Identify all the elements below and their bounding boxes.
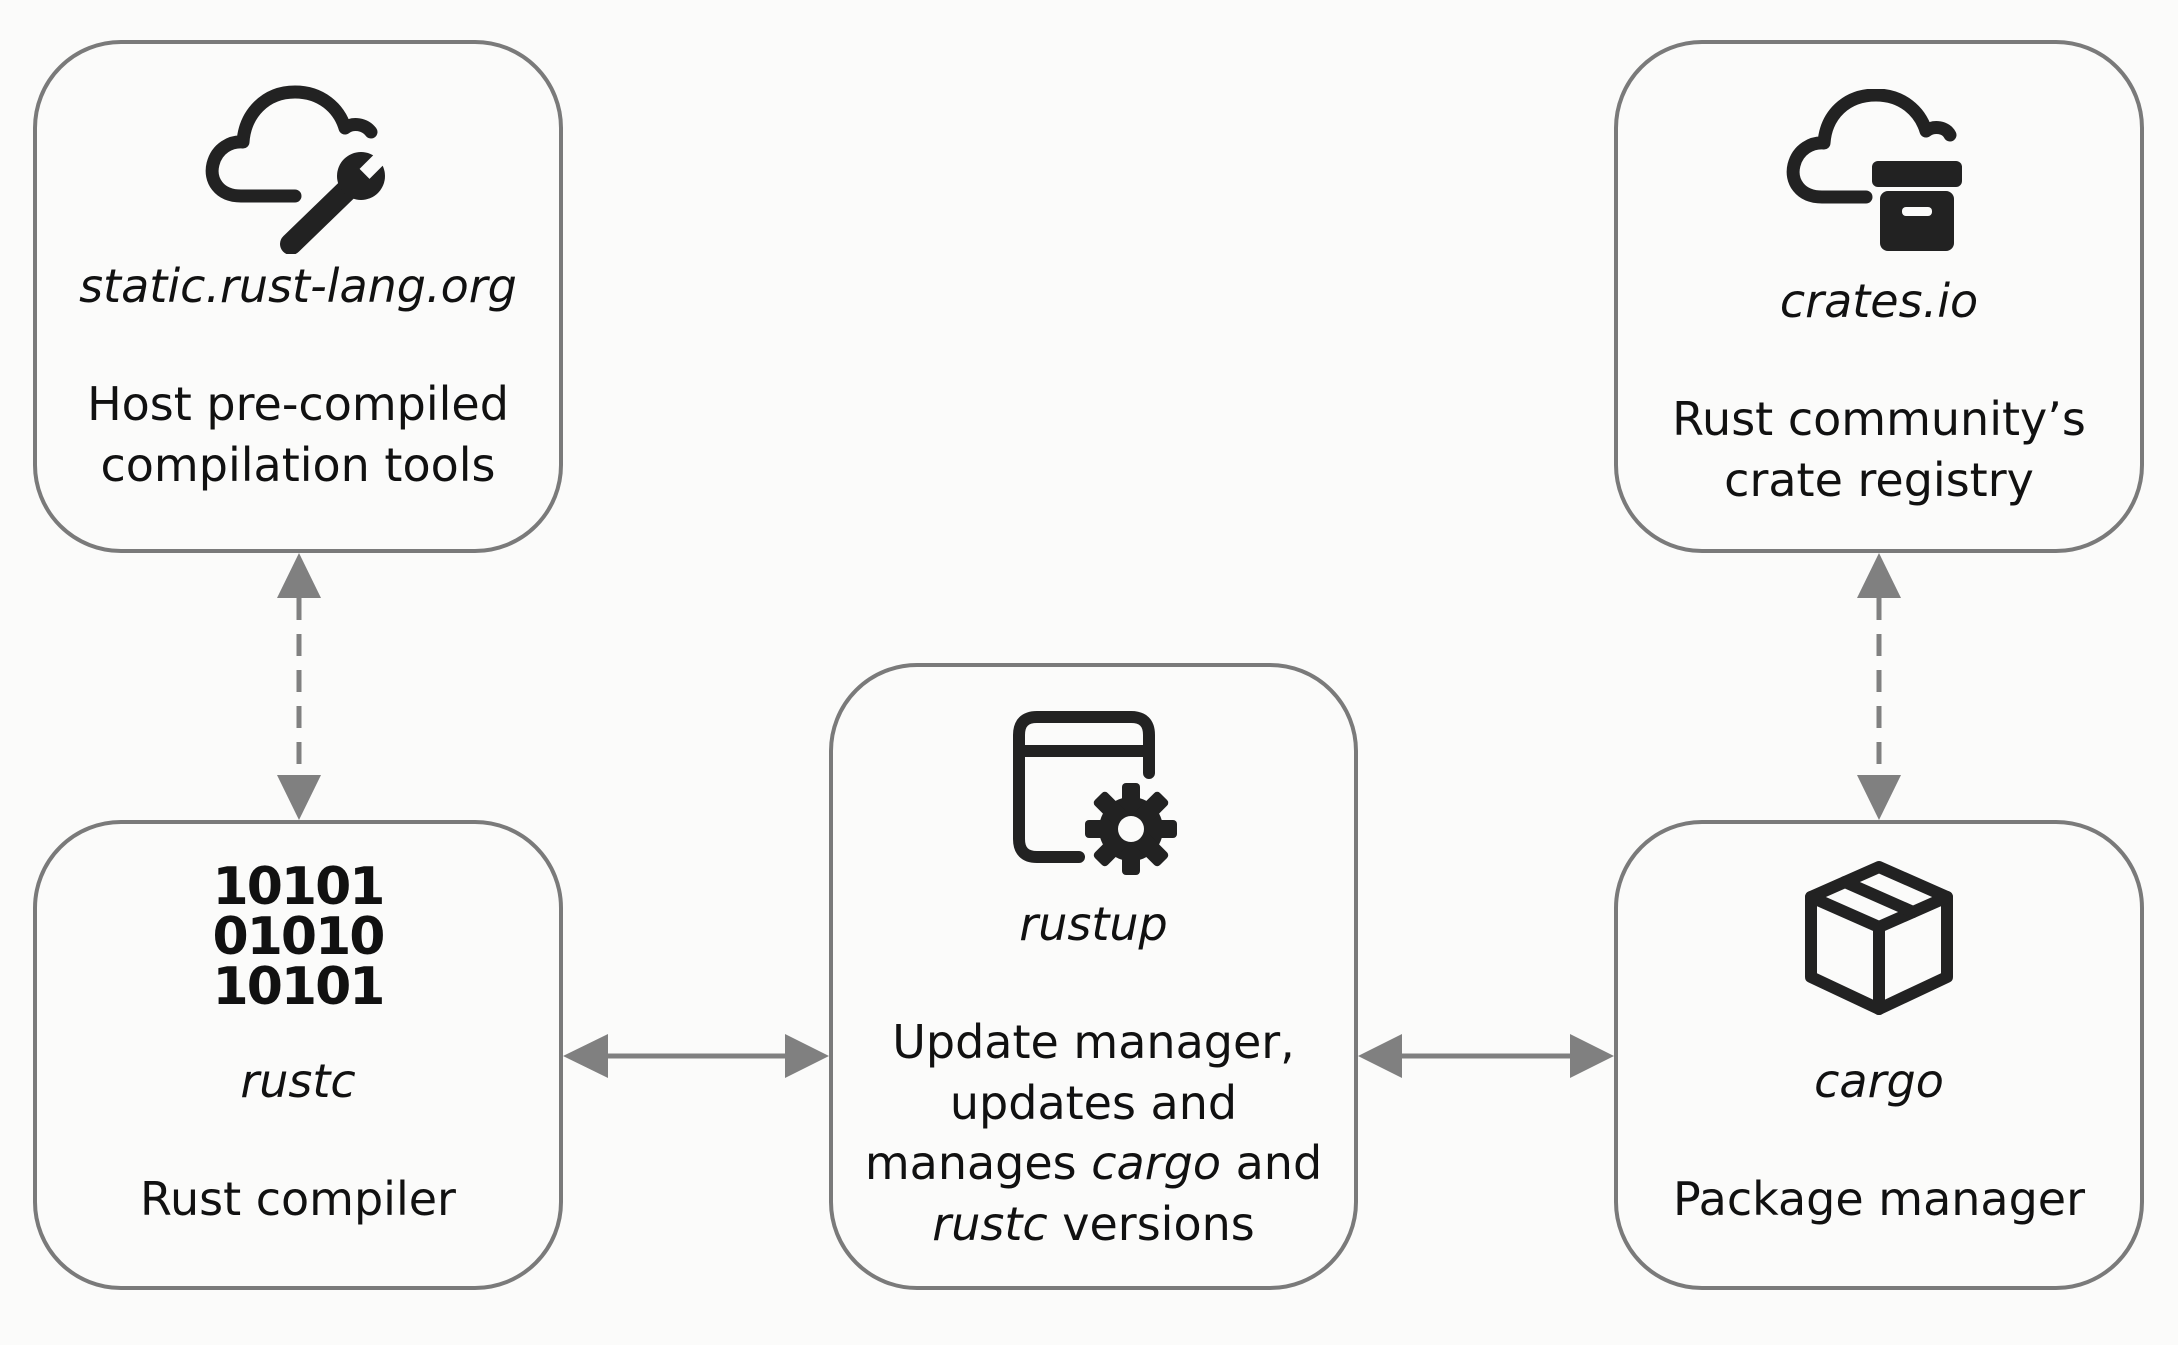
arrow-crates-cargo xyxy=(1857,553,1901,820)
window-gear-icon xyxy=(1012,711,1177,875)
node-title: rustc xyxy=(240,1054,356,1108)
node-static-rust-lang: static.rust-lang.org Host pre-compiled c… xyxy=(33,40,563,553)
arrow-rustc-rustup xyxy=(563,1034,829,1078)
node-description: Rust compiler xyxy=(140,1172,456,1226)
node-cargo: cargo Package manager xyxy=(1614,820,2144,1290)
cloud-wrench-icon xyxy=(205,85,391,254)
node-rustc: 10101 01010 10101 rustc Rust compiler xyxy=(33,820,563,1290)
binary-code-icon: 10101 01010 10101 xyxy=(212,857,386,1017)
arrow-rustup-cargo xyxy=(1358,1034,1614,1078)
node-crates-io: crates.io Rust community’s crate registr… xyxy=(1614,40,2144,553)
node-title: static.rust-lang.org xyxy=(79,259,517,313)
node-description: Package manager xyxy=(1672,1172,2086,1226)
node-description: Rust community’s crate registry xyxy=(1672,392,2086,507)
cloud-archive-icon xyxy=(1786,89,1962,251)
node-title: crates.io xyxy=(1779,274,1979,328)
arrow-static-rustc xyxy=(277,553,321,820)
node-title: cargo xyxy=(1814,1054,1944,1108)
node-title: rustup xyxy=(1019,897,1168,951)
node-rustup: rustup Update manager, updates and manag… xyxy=(829,663,1358,1290)
node-description: Update manager, updates and manages carg… xyxy=(864,1015,1323,1252)
node-description: Host pre-compiled compilation tools xyxy=(87,377,509,492)
package-box-icon xyxy=(1805,861,1953,1015)
